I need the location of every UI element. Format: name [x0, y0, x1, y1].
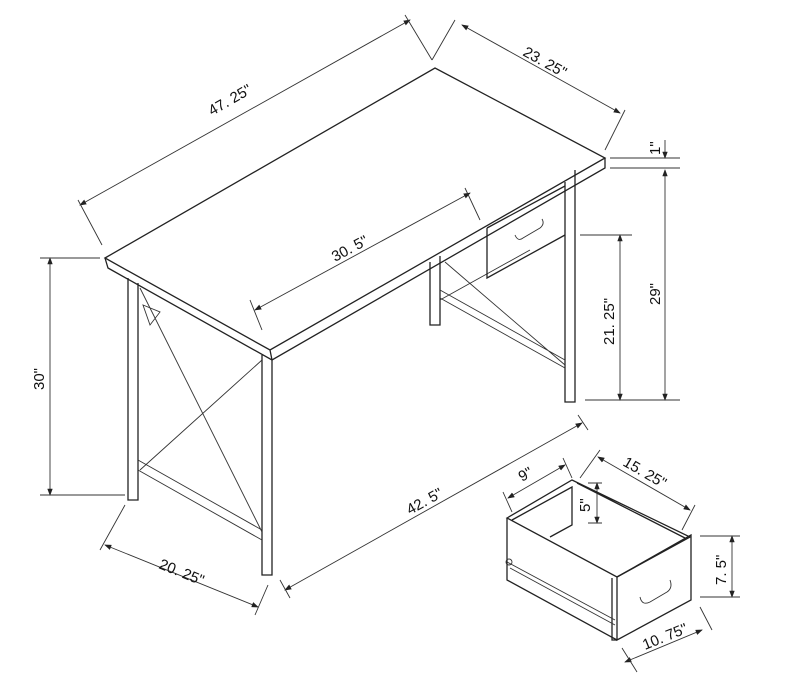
label-drawer-front-width: 10. 75" [640, 620, 690, 653]
leg-back-left [127, 278, 139, 501]
label-drawer-depth: 15. 25" [620, 454, 669, 492]
label-base-width: 42. 5" [404, 485, 446, 519]
drawer-front [611, 533, 692, 642]
installed-drawer [486, 185, 566, 280]
dimension-lines [40, 14, 740, 673]
drawer-runner [506, 561, 616, 626]
left-side-frame [137, 287, 263, 541]
label-desk-width: 47. 25" [206, 81, 255, 119]
label-drawer-height: 7. 5" [713, 555, 730, 585]
leg-back-right [564, 170, 576, 403]
label-base-depth: 20. 25" [157, 556, 207, 589]
dimension-labels: 47. 25" 23. 25" 1" 29" 21. 25" 30. 5" 30… [31, 44, 730, 654]
label-top-thickness: 1" [647, 141, 664, 155]
label-desk-depth: 23. 25" [520, 44, 569, 82]
drawer-handle-icon [514, 218, 544, 240]
label-drawer-inner-height: 5" [577, 498, 594, 512]
label-drawer-clearance: 21. 25" [601, 298, 618, 345]
drawer-box [505, 479, 692, 641]
drawer-detail [505, 479, 692, 642]
desk [103, 67, 607, 576]
label-drawer-width: 9" [516, 464, 536, 486]
leg-front-left [261, 355, 273, 576]
desk-top [103, 67, 607, 361]
label-total-height: 30" [31, 368, 48, 390]
drawer-front-handle-icon [639, 579, 672, 604]
right-side-frame [439, 249, 566, 369]
label-leg-clearance: 29" [647, 283, 664, 305]
label-knee-width: 30. 5" [329, 232, 371, 265]
